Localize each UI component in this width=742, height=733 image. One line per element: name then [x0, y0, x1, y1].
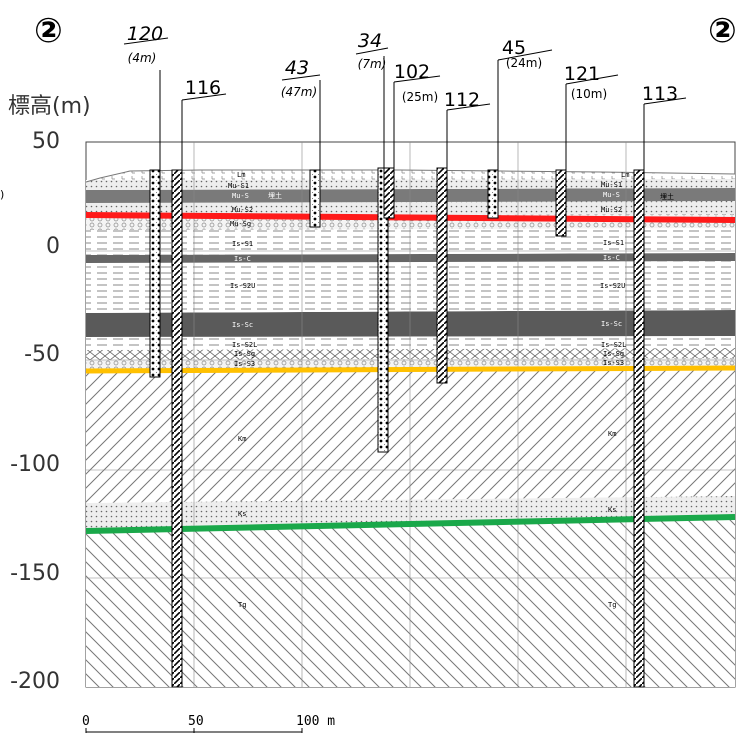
layer-is-sc [86, 310, 735, 337]
layer-is-s2l [86, 336, 735, 350]
borehole-log-113 [633, 169, 645, 688]
borehole-log-112 [436, 167, 448, 384]
borehole-log-102 [383, 167, 395, 219]
borehole-log-116 [171, 169, 183, 688]
borehole-note-34: (7m) [358, 57, 387, 71]
label-mu-s1-right: Mu-S1 [601, 181, 622, 189]
boundary-green [85, 514, 736, 534]
ytick-minus-100: -100 [10, 452, 60, 477]
label-mu-s2: Mu-S2 [232, 206, 253, 214]
label-tg: Tg [238, 601, 246, 609]
label-tg-right: Tg [608, 601, 616, 609]
layer-ks [86, 496, 735, 530]
label-lm-right: Lm [621, 171, 629, 179]
borehole-note-45: (24m) [506, 56, 542, 70]
label-is-s3: Is-S3 [234, 360, 255, 368]
borehole-note-43: (47m) [281, 85, 317, 99]
borehole-log-43 [309, 169, 321, 228]
label-mu-s-right: Mu-S [603, 191, 620, 199]
borehole-labels: 120 (4m) 116 43 (47m) 34 (7m) 102 (25m) … [123, 23, 687, 170]
ytick-minus-200: -200 [10, 669, 60, 694]
elevation-axis-label: 標高(m) [8, 94, 91, 119]
label-is-c-right: Is-C [603, 254, 620, 262]
leader-slant-121 [565, 74, 619, 85]
borehole-note-102: (25m) [402, 90, 438, 104]
label-is-c: Is-C [234, 255, 251, 263]
borehole-label-120: 120 [127, 23, 163, 45]
scale-label-100: 100 m [296, 714, 336, 729]
borehole-label-34: 34 [358, 30, 382, 52]
label-mu-s1: Mu-S1 [228, 182, 249, 190]
scale-label-50: 50 [188, 714, 204, 729]
label-is-sg-right: Is-Sg [603, 350, 624, 358]
borehole-log-34 [377, 167, 389, 453]
label-is-sg: Is-Sg [234, 350, 255, 358]
layer-is-c [86, 253, 735, 263]
borehole-label-112: 112 [444, 89, 480, 111]
borehole-note-120: (4m) [128, 51, 157, 65]
borehole-label-113: 113 [642, 83, 678, 105]
label-fill-left: 埋土 [268, 191, 282, 200]
label-is-s2l-right: Is-S2L [601, 341, 626, 349]
section-mark-left: ② [34, 11, 63, 51]
borehole-label-43: 43 [285, 57, 309, 79]
layer-tg [86, 517, 735, 687]
label-is-s2u: Is-S2U [230, 282, 255, 290]
label-is-s3-right: Is-S3 [603, 359, 624, 367]
label-is-sc-right: Is-Sc [601, 320, 622, 328]
borehole-log-120 [149, 169, 161, 378]
borehole-label-45: 45 [502, 37, 526, 59]
borehole-logs [149, 167, 645, 688]
borehole-label-102: 102 [394, 61, 430, 83]
leader-slant-43 [281, 74, 321, 81]
scale-bar [85, 728, 303, 733]
layer-mu-s2 [86, 201, 735, 216]
label-km-right: Km [608, 430, 616, 438]
label-is-s1: Is-S1 [232, 240, 253, 248]
ytick-minus-50: -50 [24, 342, 60, 367]
label-is-sc: Is-Sc [232, 321, 253, 329]
label-mu-s: Mu-S [232, 192, 249, 200]
layer-km [86, 368, 735, 503]
ytick-0: 0 [46, 234, 60, 259]
layer-is-s1 [86, 228, 735, 255]
grid-lines [86, 142, 735, 687]
boundary-red [85, 212, 736, 223]
layer-labels: Lm Mu-S1 Mu-S 埋土 Mu-S2 Mu-Sg Is-S1 Is-C … [228, 171, 674, 609]
leader-slant-102 [393, 75, 441, 83]
label-km: Km [238, 435, 246, 443]
borehole-note-121: (10m) [571, 87, 607, 101]
borehole-log-121 [555, 169, 567, 237]
scale-label-0: 0 [82, 714, 90, 729]
leader-slant-45 [497, 49, 553, 61]
label-mu-sg: Mu-Sg [230, 220, 251, 228]
stray-mark: ) [0, 188, 5, 201]
layer-lm [85, 169, 736, 183]
layer-mu-s [86, 188, 735, 203]
ytick-50: 50 [32, 129, 60, 154]
leader-slant-113 [643, 97, 687, 105]
label-is-s2u-right: Is-S2U [600, 282, 625, 290]
leader-slant-34 [355, 47, 389, 55]
label-is-s2l: Is-S2L [232, 341, 257, 349]
label-lm: Lm [237, 171, 245, 179]
borehole-label-121: 121 [564, 63, 600, 85]
label-fill-right: 埋土 [660, 192, 674, 201]
leader-slant-120 [123, 37, 169, 45]
label-ks: Ks [238, 510, 246, 518]
label-is-s1-right: Is-S1 [603, 239, 624, 247]
boundary-yellow [85, 365, 736, 374]
ytick-minus-150: -150 [10, 561, 60, 586]
layer-mu-s1 [86, 179, 735, 190]
leader-slant-116 [181, 93, 227, 101]
section-mark-right: ② [708, 11, 737, 51]
leader-slant-112 [446, 103, 491, 111]
label-mu-s2-right: Mu-S2 [601, 206, 622, 214]
borehole-log-45 [487, 169, 499, 219]
borehole-label-116: 116 [185, 77, 221, 99]
layer-is-s2u [86, 261, 735, 313]
layer-is-sg [86, 348, 735, 360]
label-ks-right: Ks [608, 506, 616, 514]
